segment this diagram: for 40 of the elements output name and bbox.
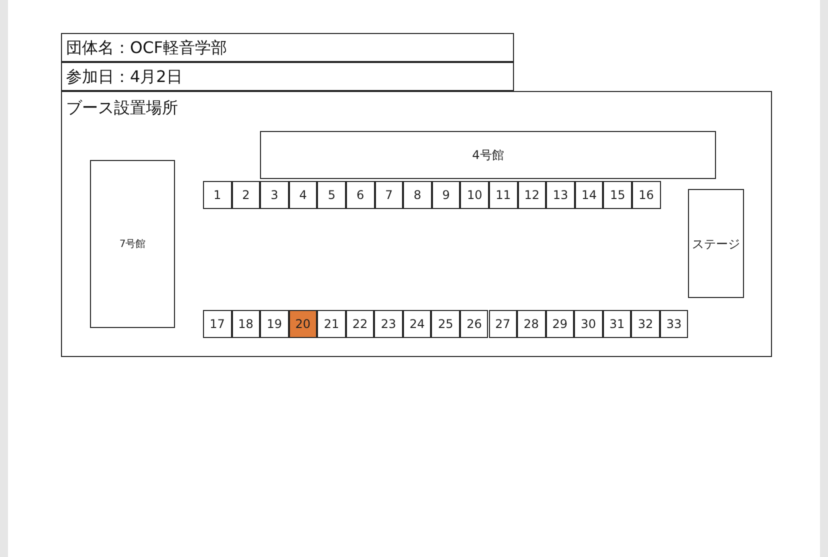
booth-cell: 10 <box>460 181 489 209</box>
booth-cell: 19 <box>260 310 289 338</box>
booth-cell: 3 <box>260 181 289 209</box>
booth-cell: 27 <box>488 310 518 338</box>
header-row: 団体名：OCF軽音学部 <box>61 33 514 62</box>
booth-cell: 20 <box>288 310 318 338</box>
booth-cell: 22 <box>346 310 374 338</box>
booth-cell: 28 <box>517 310 546 338</box>
site-map-panel <box>61 91 772 357</box>
booth-cell: 24 <box>402 310 432 338</box>
booth-cell: 30 <box>574 310 603 338</box>
booth-cell: 7 <box>374 181 404 209</box>
booth-cell: 4 <box>288 181 318 209</box>
booth-cell: 14 <box>574 181 604 209</box>
booth-cell: 5 <box>317 181 346 209</box>
booth-cell: 31 <box>602 310 632 338</box>
booth-cell: 2 <box>232 181 260 209</box>
booth-cell: 33 <box>660 310 688 338</box>
building-box: 4号館 <box>260 131 716 179</box>
header-row: 参加日：4月2日 <box>61 62 514 91</box>
booth-cell: 26 <box>460 310 488 338</box>
booth-cell: 17 <box>203 310 232 338</box>
booth-cell: 1 <box>203 181 232 209</box>
booth-cell: 23 <box>374 310 403 338</box>
booth-cell: 11 <box>489 181 518 209</box>
booth-cell: 9 <box>432 181 460 209</box>
booth-cell: 25 <box>431 310 460 338</box>
booth-cell: 13 <box>546 181 575 209</box>
booth-cell: 21 <box>317 310 346 338</box>
building-box: ステージ <box>688 189 744 298</box>
booth-cell: 12 <box>518 181 546 209</box>
booth-cell: 8 <box>403 181 432 209</box>
booth-cell: 32 <box>631 310 660 338</box>
booth-cell: 16 <box>632 181 661 209</box>
building-box: 7号館 <box>90 160 175 328</box>
section-heading: ブース設置場所 <box>66 97 178 119</box>
booth-cell: 6 <box>346 181 375 209</box>
booth-cell: 15 <box>603 181 632 209</box>
booth-cell: 29 <box>546 310 574 338</box>
booth-cell: 18 <box>232 310 260 338</box>
